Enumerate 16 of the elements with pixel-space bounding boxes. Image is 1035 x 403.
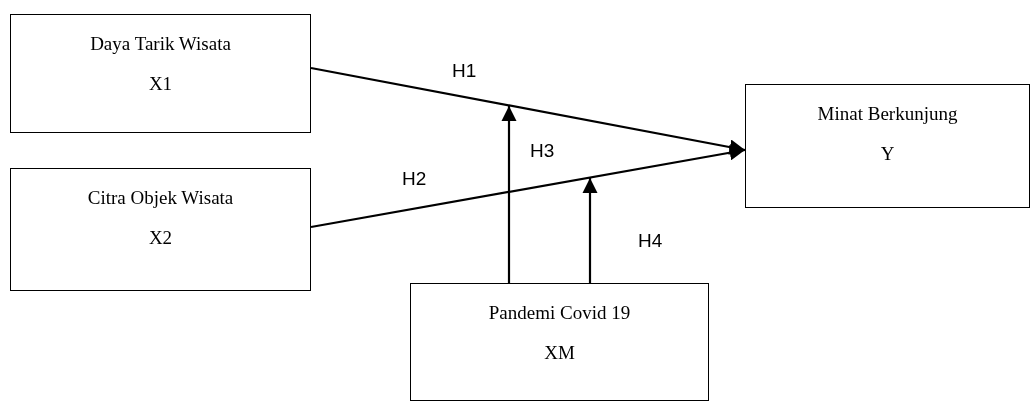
variable-box [10,168,311,291]
arrow [582,178,598,283]
variable-code: XM [544,342,575,364]
variable-code: X2 [148,227,173,249]
arrow [310,145,746,229]
variable-code: X1 [148,73,173,95]
variable-name: Daya Tarik Wisata [90,33,231,55]
variable-name: Pandemi Covid 19 [488,302,631,324]
variable-code: Y [880,143,895,165]
variable-box [410,283,709,401]
variable-box [745,84,1030,208]
arrow [310,66,746,155]
variable-name: Citra Objek Wisata [87,187,234,209]
variable-name: Minat Berkunjung [817,103,958,125]
variable-box [10,14,311,133]
arrow [501,106,517,283]
